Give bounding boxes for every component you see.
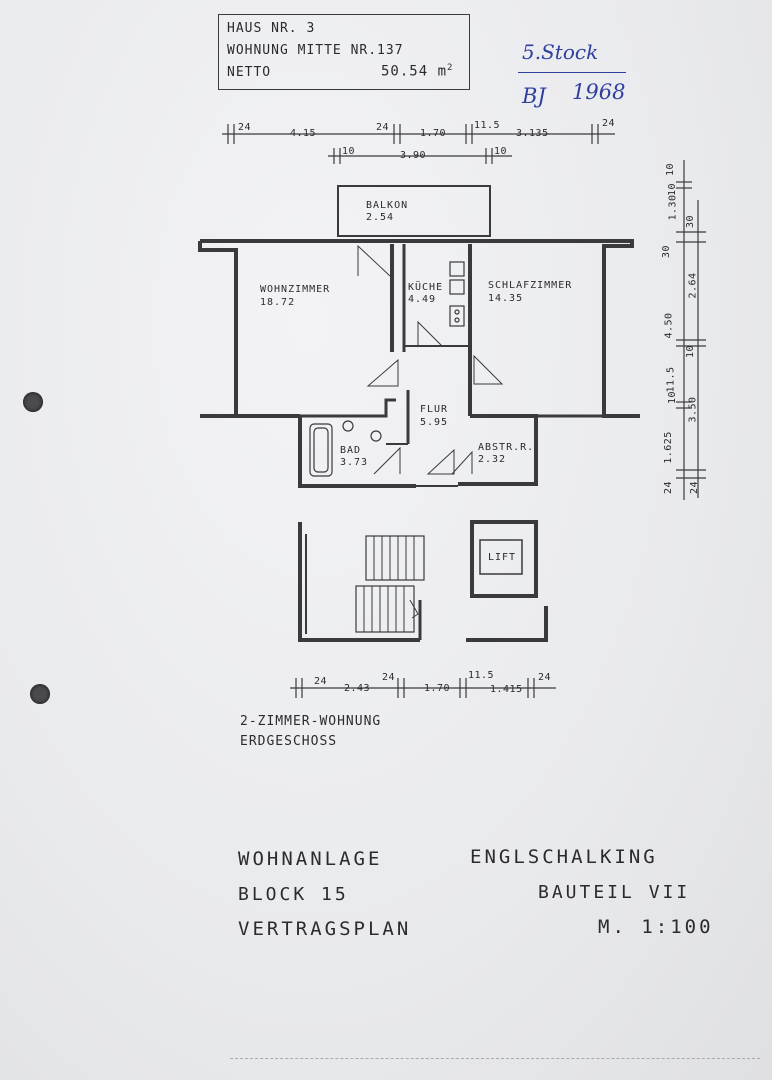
footer-block: BLOCK 15 <box>238 884 349 905</box>
dim-top-115: 11.5 <box>474 120 501 131</box>
room-bad-area: 3.73 <box>340 457 369 468</box>
netto-area: 50.54 m <box>381 63 448 80</box>
bath-walls <box>298 416 416 488</box>
room-flur-area: 5.95 <box>420 417 449 428</box>
dim-right-115: 11.5 <box>665 366 677 393</box>
handwritten-year-label: BJ <box>522 84 546 108</box>
room-schlafzimmer-name: SCHLAFZIMMER <box>488 280 573 291</box>
haus-number: HAUS NR. 3 <box>227 21 316 36</box>
footer-project: WOHNANLAGE <box>238 848 383 870</box>
washbasin <box>342 420 354 432</box>
dim-right-350: 3.50 <box>687 396 699 423</box>
apartment-info-box: HAUS NR. 3 WOHNUNG MITTE NR.137 NETTO 50… <box>218 14 470 90</box>
room-flur-name: FLUR <box>420 404 449 415</box>
page-bottom-dashed-line <box>230 1058 760 1059</box>
stairwell-walls <box>298 522 420 642</box>
room-wohnzimmer-area: 18.72 <box>260 297 296 308</box>
door-kitchen <box>417 320 443 347</box>
room-bad-name: BAD <box>340 445 362 456</box>
room-balkon-name: BALKON <box>366 200 409 211</box>
netto-label: NETTO <box>227 65 272 80</box>
dim-bottom-170: 1.70 <box>424 683 451 694</box>
stairs-lower <box>355 585 415 633</box>
plan-title-floor: ERDGESCHOSS <box>240 734 338 749</box>
room-balkon-area: 2.54 <box>366 212 395 223</box>
bathtub <box>309 423 333 477</box>
dim-right-24a: 24 <box>663 480 675 495</box>
toilet <box>370 430 382 442</box>
room-abstellraum-area: 2.32 <box>478 454 507 465</box>
handwritten-underline <box>518 72 626 73</box>
room-lift-name: LIFT <box>488 552 517 563</box>
dim-right-10b: 10 <box>667 182 679 197</box>
dim-top2-10b: 10 <box>494 146 508 157</box>
punch-hole-bottom <box>30 684 50 704</box>
footer-location: ENGLSCHALKING <box>470 846 658 868</box>
door-bedroom <box>473 354 504 385</box>
dim-top-415: 4.15 <box>290 128 317 139</box>
room-wohnzimmer-name: WOHNZIMMER <box>260 284 331 295</box>
room-kueche-name: KÜCHE <box>408 282 444 293</box>
dim-bottom-24c: 24 <box>538 672 552 683</box>
door-living <box>366 358 399 387</box>
netto-value: 50.54 m2 <box>381 63 453 80</box>
outer-wall-main <box>200 239 640 418</box>
room-abstellraum-name: ABSTR.R. <box>478 442 535 453</box>
dim-bottom-1415: 1.415 <box>490 684 523 695</box>
dim-right-10d: 10 <box>667 390 679 405</box>
storeroom-walls <box>458 414 538 486</box>
dim-top-24c: 24 <box>602 118 616 129</box>
footer-bauteil: BAUTEIL VII <box>538 882 691 903</box>
dim-top-170: 1.70 <box>420 128 447 139</box>
wohnung-number: WOHNUNG MITTE NR.137 <box>227 43 404 58</box>
dim-bottom-24a: 24 <box>314 676 328 687</box>
dim-right-1625: 1.625 <box>662 431 674 464</box>
balcony-outline <box>337 185 491 237</box>
punch-hole-top <box>23 392 43 412</box>
handwritten-floor: 5.Stock <box>522 40 599 64</box>
dim-bottom-24b: 24 <box>382 672 396 683</box>
dim-top2-390: 3.90 <box>400 150 427 161</box>
dim-bottom-243: 2.43 <box>344 683 371 694</box>
room-kueche-area: 4.49 <box>408 294 437 305</box>
dim-right-450: 4.50 <box>663 312 675 339</box>
dim-right-130: 1.30 <box>667 194 679 221</box>
door-entry <box>426 448 455 475</box>
lift-shaft <box>470 520 538 598</box>
handwritten-year: 1968 <box>572 80 626 104</box>
footer-plan-type: VERTRAGSPLAN <box>238 918 412 940</box>
dim-bottom-115: 11.5 <box>468 670 495 681</box>
dim-right-10c: 10 <box>685 344 697 359</box>
dim-right-264: 2.64 <box>687 272 699 299</box>
dim-right-30b: 30 <box>685 214 697 229</box>
dim-right-10a: 10 <box>665 162 677 177</box>
right-dimension-chain: 10 1.30 10 30 30 2.64 4.50 10 10 11.5 3.… <box>661 160 712 500</box>
netto-unit-sup: 2 <box>447 63 454 73</box>
door-bath <box>373 446 401 475</box>
dim-top2-10a: 10 <box>342 146 356 157</box>
footer-scale: M. 1:100 <box>598 916 714 938</box>
plan-title-type: 2-ZIMMER-WOHNUNG <box>240 714 382 729</box>
dim-top-24a: 24 <box>238 122 252 133</box>
dim-right-30a: 30 <box>661 244 673 259</box>
dim-right-24b: 24 <box>689 480 701 495</box>
dim-top-3135: 3.135 <box>516 128 549 139</box>
dim-top-24b: 24 <box>376 122 390 133</box>
stairs-upper <box>365 535 425 581</box>
room-schlafzimmer-area: 14.35 <box>488 293 524 304</box>
